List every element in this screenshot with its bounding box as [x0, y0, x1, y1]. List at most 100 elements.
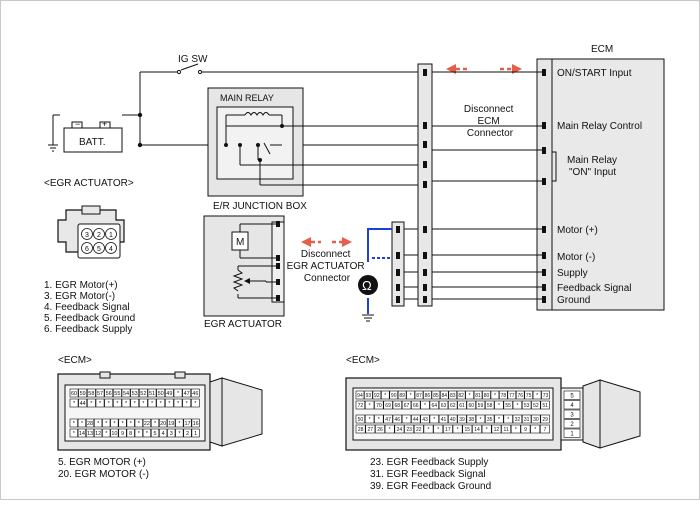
ecm-left-pin: 44 — [78, 398, 88, 408]
disconnect-egr-arrow — [301, 237, 352, 247]
svg-text:17: 17 — [445, 427, 451, 433]
node-dot — [280, 124, 284, 128]
ecm-right-pin: * — [512, 400, 523, 410]
actuator-pin: 3 — [81, 228, 93, 240]
svg-text:*: * — [369, 417, 371, 423]
ecm-right-pin: * — [420, 400, 430, 410]
main-relay-internals — [225, 112, 418, 186]
ecm-right-pin: 53 — [521, 400, 532, 410]
svg-text:*: * — [378, 417, 380, 423]
svg-text:60: 60 — [468, 403, 474, 409]
ecm-right-pin: * — [364, 400, 375, 410]
svg-text:*: * — [134, 401, 137, 407]
svg-text:69: 69 — [385, 403, 391, 409]
ecm-left-pin: * — [118, 418, 127, 428]
ecm-right-pin: 22 — [413, 424, 424, 434]
ecm-left-pin: * — [173, 388, 183, 398]
svg-text:28: 28 — [87, 421, 93, 427]
ecm-left-pin: * — [94, 418, 103, 428]
ecm-right-pin: 39 — [457, 414, 467, 424]
actuator-pin: 1 — [105, 228, 117, 240]
svg-text:9: 9 — [524, 427, 527, 433]
ecm-left-pin: * — [113, 398, 122, 408]
main-relay-box — [216, 106, 294, 180]
actuator-pin-list: 1. EGR Motor(+) 3. EGR Motor(-) 4. Feedb… — [44, 280, 138, 335]
svg-text:+: + — [102, 119, 107, 129]
ecm-right-pin: 69 — [383, 400, 393, 410]
svg-text:*: * — [105, 431, 108, 437]
main-relay-label: MAIN RELAY — [220, 93, 274, 103]
ecm-left-pin: * — [156, 398, 166, 408]
svg-text:20: 20 — [160, 421, 166, 427]
svg-text:12: 12 — [494, 427, 500, 433]
ecm-right-pin: 27 — [365, 424, 376, 434]
ecm-left-pin: 53 — [130, 388, 140, 398]
svg-text:83: 83 — [450, 393, 456, 399]
ecm-left-pin: 59 — [78, 388, 88, 398]
ecm-left-pin: 8 — [126, 428, 135, 438]
ecm-pin-on-start: ON/START Input — [557, 68, 632, 79]
ecm-right-pin: 11 — [501, 424, 511, 434]
ecm-left-pin: 52 — [139, 388, 148, 398]
svg-text:58: 58 — [88, 391, 94, 397]
ecm-right-pin: 29 — [540, 414, 550, 424]
battery-symbol: − + — [63, 119, 123, 153]
svg-text:55: 55 — [505, 403, 511, 409]
ecm-left-pin: * — [147, 398, 157, 408]
svg-text:*: * — [160, 401, 163, 407]
svg-text:66: 66 — [413, 403, 419, 409]
svg-text:72: 72 — [358, 403, 364, 409]
ecm-right-pin: 9 — [520, 424, 531, 434]
ecm-left-pin: 20 — [159, 418, 168, 428]
svg-text:4: 4 — [162, 431, 165, 437]
ecm-right-pin: 72 — [355, 400, 366, 410]
ecm-right-pin: * — [384, 424, 395, 434]
ecm-right-pin: 66 — [411, 400, 421, 410]
ecm-right-side-pin: 5 — [563, 390, 581, 400]
svg-text:29: 29 — [542, 417, 548, 423]
egr-actuator-header: <EGR ACTUATOR> — [44, 178, 134, 189]
svg-text:5: 5 — [97, 246, 101, 253]
actuator-pin: 4 — [105, 242, 117, 254]
ecm-left-pin: 49 — [165, 388, 174, 398]
svg-text:*: * — [186, 401, 189, 407]
svg-text:49: 49 — [166, 391, 172, 397]
ecm-left-pin: * — [95, 398, 105, 408]
svg-text:14: 14 — [79, 431, 85, 437]
ecm-left-pin: 17 — [183, 418, 192, 428]
svg-text:54: 54 — [123, 391, 129, 397]
svg-text:*: * — [81, 421, 84, 427]
ecm-right-title: <ECM> — [346, 355, 380, 366]
ecm-left-pin: * — [102, 418, 111, 428]
ecm-right-pin: 35 — [485, 414, 495, 424]
ecm-left-captions: 5. EGR MOTOR (+) 20. EGR MOTOR (-) — [58, 457, 149, 480]
ohmmeter-probe-leads — [367, 228, 392, 262]
svg-text:59: 59 — [80, 391, 86, 397]
svg-text:*: * — [146, 431, 149, 437]
ecm-right-pin: * — [401, 414, 412, 424]
svg-text:*: * — [516, 403, 518, 409]
svg-text:*: * — [177, 401, 180, 407]
svg-text:89: 89 — [399, 393, 405, 399]
ecm-left-pin: * — [121, 398, 131, 408]
ecm-right-pin: 41 — [438, 414, 449, 424]
ecm-left-pin: 60 — [69, 388, 79, 398]
ecm-right-pin: 40 — [448, 414, 458, 424]
ecm-pin-motor-plus: Motor (+) — [557, 225, 598, 236]
svg-text:50: 50 — [358, 417, 364, 423]
ecm-left-pin: 14 — [77, 428, 86, 438]
ecm-left-pin: * — [130, 398, 140, 408]
egr-actuator-internals — [231, 223, 276, 299]
ecm-left-pin: * — [102, 428, 111, 438]
svg-text:1: 1 — [194, 431, 197, 437]
svg-text:35: 35 — [487, 417, 493, 423]
ecm-left-pin: 46 — [191, 388, 200, 398]
svg-text:87: 87 — [416, 393, 422, 399]
ecm-left-pin: * — [69, 428, 78, 438]
ecm-right-pin: 78 — [499, 390, 508, 400]
ecm-right-pin: 83 — [448, 390, 458, 400]
svg-text:22: 22 — [144, 421, 150, 427]
ecm-right-pin: 7 — [539, 424, 550, 434]
svg-text:92: 92 — [374, 393, 380, 399]
